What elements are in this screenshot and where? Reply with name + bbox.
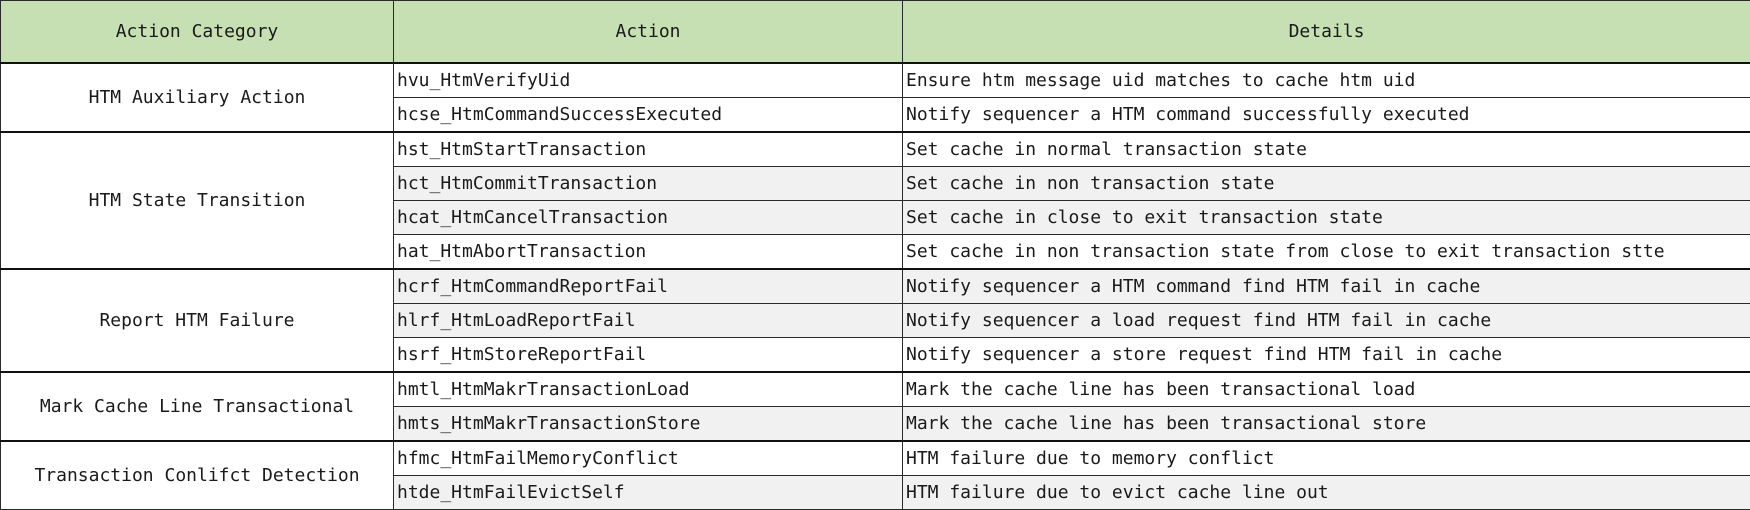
details-cell: Mark the cache line has been transaction… — [903, 372, 1750, 407]
details-cell: Set cache in non transaction state — [903, 167, 1750, 201]
action-cell: hcat_HtmCancelTransaction — [394, 201, 903, 235]
details-cell: Notify sequencer a store request find HT… — [903, 338, 1750, 373]
table-row: Report HTM Failure hcrf_HtmCommandReport… — [1, 269, 1750, 304]
action-cell: hsrf_HtmStoreReportFail — [394, 338, 903, 373]
table-row: HTM State Transition hst_HtmStartTransac… — [1, 132, 1750, 167]
action-cell: htde_HtmFailEvictSelf — [394, 476, 903, 510]
action-cell: hcrf_HtmCommandReportFail — [394, 269, 903, 304]
category-cell: Mark Cache Line Transactional — [1, 372, 394, 441]
details-cell: Set cache in normal transaction state — [903, 132, 1750, 167]
table-row: Mark Cache Line Transactional hmtl_HtmMa… — [1, 372, 1750, 407]
details-cell: Notify sequencer a HTM command successfu… — [903, 98, 1750, 133]
details-cell: Set cache in non transaction state from … — [903, 235, 1750, 270]
action-cell: hat_HtmAbortTransaction — [394, 235, 903, 270]
details-cell: Set cache in close to exit transaction s… — [903, 201, 1750, 235]
action-cell: hst_HtmStartTransaction — [394, 132, 903, 167]
category-cell: Report HTM Failure — [1, 269, 394, 372]
header-action: Action — [394, 1, 903, 64]
header-action-category: Action Category — [1, 1, 394, 64]
category-cell: Transaction Conlifct Detection — [1, 441, 394, 510]
details-cell: Notify sequencer a HTM command find HTM … — [903, 269, 1750, 304]
details-cell: HTM failure due to evict cache line out — [903, 476, 1750, 510]
header-details: Details — [903, 1, 1750, 64]
action-cell: hmtl_HtmMakrTransactionLoad — [394, 372, 903, 407]
details-cell: Notify sequencer a load request find HTM… — [903, 304, 1750, 338]
details-cell: HTM failure due to memory conflict — [903, 441, 1750, 476]
details-cell: Mark the cache line has been transaction… — [903, 407, 1750, 442]
table-row: HTM Auxiliary Action hvu_HtmVerifyUid En… — [1, 63, 1750, 98]
details-cell: Ensure htm message uid matches to cache … — [903, 63, 1750, 98]
action-cell: hcse_HtmCommandSuccessExecuted — [394, 98, 903, 133]
category-cell: HTM State Transition — [1, 132, 394, 269]
action-cell: hmts_HtmMakrTransactionStore — [394, 407, 903, 442]
action-cell: hvu_HtmVerifyUid — [394, 63, 903, 98]
action-cell: hlrf_HtmLoadReportFail — [394, 304, 903, 338]
category-cell: HTM Auxiliary Action — [1, 63, 394, 132]
action-cell: hfmc_HtmFailMemoryConflict — [394, 441, 903, 476]
table-row: Transaction Conlifct Detection hfmc_HtmF… — [1, 441, 1750, 476]
header-row: Action Category Action Details — [1, 1, 1750, 64]
action-cell: hct_HtmCommitTransaction — [394, 167, 903, 201]
